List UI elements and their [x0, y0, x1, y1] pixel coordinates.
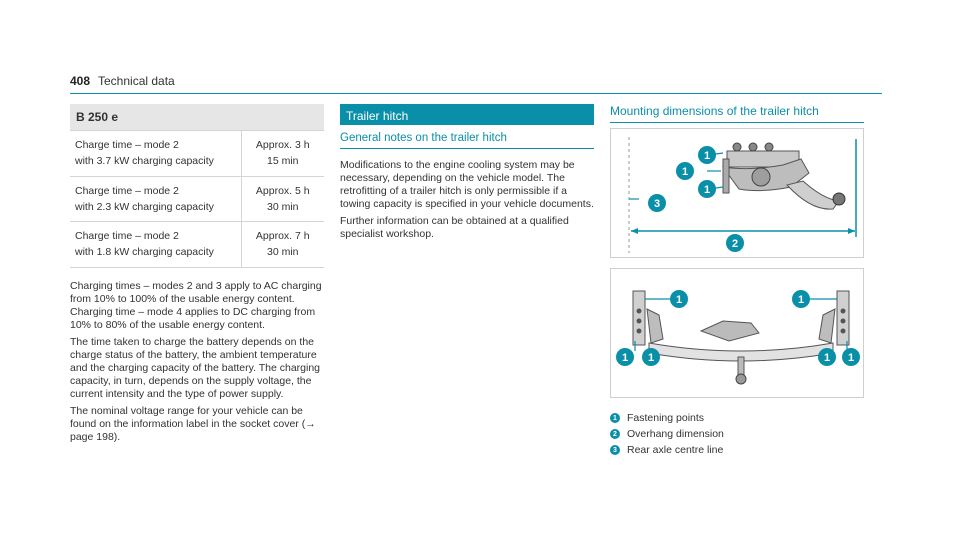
row-value-line2: 15 min — [266, 155, 299, 168]
legend-number: 1 — [610, 413, 620, 423]
table-row: Charge time – mode 2 with 1.8 kW chargin… — [70, 221, 324, 268]
callout-1-upper-right: 1 — [792, 290, 810, 308]
note-paragraph: The nominal voltage range for your vehic… — [70, 404, 316, 443]
svg-text:3: 3 — [654, 198, 660, 210]
hitch-rear-view-figure: 1 1 1 1 1 1 — [610, 268, 864, 398]
svg-text:1: 1 — [848, 352, 854, 364]
callout-1-bottom: 1 — [698, 180, 716, 198]
hitch-side-view-figure: 1 1 1 3 2 — [610, 128, 864, 258]
charging-column: B 250 e Charge time – mode 2 with 3.7 kW… — [70, 104, 324, 448]
section-title: Technical data — [98, 74, 175, 88]
page-header: 408 Technical data — [70, 70, 882, 94]
row-label-line1: Charge time – mode 2 — [75, 139, 179, 151]
row-value-line1: Approx. 3 h — [255, 139, 310, 151]
page-number: 408 — [70, 74, 91, 88]
hitch-side-view-illustration: 1 1 1 3 2 — [628, 137, 857, 253]
table-cell-value: Approx. 3 h 15 min — [240, 130, 324, 177]
legend-label: Fastening points — [627, 412, 705, 424]
svg-text:1: 1 — [704, 184, 710, 196]
body-paragraph: Further information can be obtained at a… — [340, 215, 569, 240]
callout-3: 3 — [648, 194, 666, 212]
row-label-line2: with 1.8 kW charging capacity — [75, 246, 214, 259]
legend-item: 2 Overhang dimension — [610, 426, 864, 442]
row-label-line2: with 3.7 kW charging capacity — [75, 155, 214, 168]
svg-text:1: 1 — [676, 294, 682, 306]
row-value-line1: Approx. 7 h — [255, 230, 310, 243]
legend-number: 2 — [610, 429, 620, 439]
charging-notes: Charging times – modes 2 and 3 apply to … — [70, 280, 324, 444]
charging-time-table: B 250 e Charge time – mode 2 with 3.7 kW… — [70, 104, 324, 268]
row-value-line1: Approx. 5 h — [255, 184, 310, 197]
callout-1-lower-left-b: 1 — [642, 348, 660, 366]
svg-text:1: 1 — [798, 294, 804, 306]
body-paragraph: Modifications to the engine cooling syst… — [340, 159, 594, 210]
callout-1-lower-right-a: 1 — [818, 348, 836, 366]
svg-text:1: 1 — [704, 150, 710, 162]
hitch-rear-view-illustration: 1 1 1 1 1 1 — [616, 290, 860, 385]
trailer-body: Modifications to the engine cooling syst… — [340, 159, 594, 241]
svg-text:1: 1 — [648, 352, 654, 364]
note-paragraph: Charging times – modes 2 and 3 apply to … — [70, 279, 322, 331]
figure-legend: 1 Fastening points 2 Overhang dimension … — [610, 410, 864, 458]
legend-item: 3 Rear axle centre line — [610, 442, 864, 458]
mounting-heading: Mounting dimensions of the trailer hitch — [610, 104, 864, 123]
table-header-row: B 250 e — [70, 104, 324, 131]
row-value-line2: 30 min — [266, 246, 299, 259]
callout-1-upper-left: 1 — [670, 290, 688, 308]
callout-1-lower-left-a: 1 — [616, 348, 634, 366]
table-cell-value: Approx. 7 h 30 min — [240, 221, 324, 268]
legend-item: 1 Fastening points — [610, 410, 864, 426]
section-heading-bar: Trailer hitch — [340, 104, 594, 125]
legend-number: 3 — [610, 445, 620, 455]
row-label-line1: Charge time – mode 2 — [75, 184, 179, 197]
table-cell-value: Approx. 5 h 30 min — [240, 175, 324, 222]
svg-text:1: 1 — [824, 352, 830, 364]
row-label-line1: Charge time – mode 2 — [75, 230, 179, 243]
table-cell-label: Charge time – mode 2 with 2.3 kW chargin… — [70, 175, 241, 222]
table-cell-label: Charge time – mode 2 with 3.7 kW chargin… — [70, 130, 241, 177]
svg-text:1: 1 — [622, 352, 628, 364]
callout-2: 2 — [726, 234, 744, 252]
mounting-column: Mounting dimensions of the trailer hitch — [610, 104, 864, 456]
table-row: Charge time – mode 2 with 3.7 kW chargin… — [70, 130, 324, 177]
table-row: Charge time – mode 2 with 2.3 kW chargin… — [70, 175, 324, 222]
svg-text:2: 2 — [732, 238, 738, 250]
legend-label: Rear axle centre line — [627, 444, 724, 456]
callout-1-lower-right-b: 1 — [842, 348, 860, 366]
row-value-line2: 30 min — [266, 200, 299, 213]
legend-label: Overhang dimension — [627, 428, 724, 440]
table-title: B 250 e — [70, 104, 324, 131]
svg-text:1: 1 — [682, 166, 688, 178]
note-paragraph: The time taken to charge the battery dep… — [70, 335, 321, 400]
row-label-line2: with 2.3 kW charging capacity — [75, 200, 214, 213]
callout-1-top: 1 — [698, 146, 716, 164]
subsection-heading: General notes on the trailer hitch — [340, 132, 594, 149]
callout-1-middle: 1 — [676, 162, 694, 180]
table-cell-label: Charge time – mode 2 with 1.8 kW chargin… — [70, 221, 241, 268]
trailer-hitch-column: Trailer hitch General notes on the trail… — [340, 104, 594, 245]
